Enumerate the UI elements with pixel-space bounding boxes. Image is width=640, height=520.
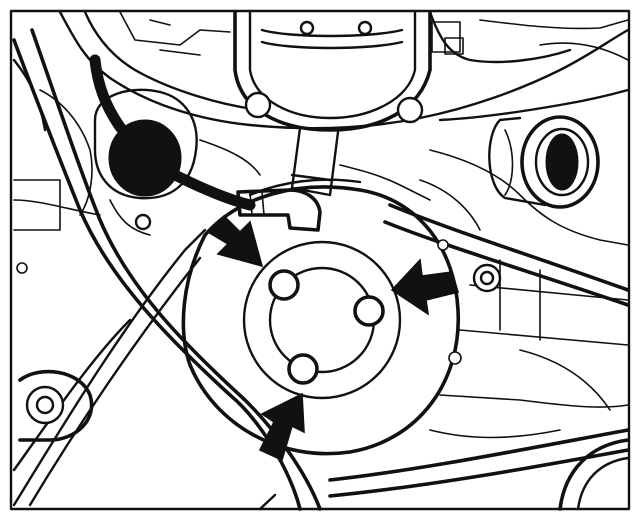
bolt-lower-icon [287,353,319,385]
mount-boss-right-icon [396,96,424,124]
top-bolt-left-icon [299,20,315,36]
bolt-right-icon [353,295,385,327]
arrow-lower-icon [258,392,305,462]
mount-boss-left-icon [244,91,272,119]
bolt-upper-left-icon [268,269,300,301]
engine-housing-lines [12,10,630,439]
main-flange [181,178,502,456]
arrow-right-icon [390,258,460,316]
top-bolt-right-icon [357,20,373,36]
cable-harness [89,54,340,232]
lower-right-pulley [558,438,630,511]
callout-arrows [206,214,460,462]
right-tube [488,115,600,209]
arrow-upper-left-icon [206,214,264,268]
lower-left-pulley [16,262,94,442]
top-cylinder-unit [233,10,464,132]
